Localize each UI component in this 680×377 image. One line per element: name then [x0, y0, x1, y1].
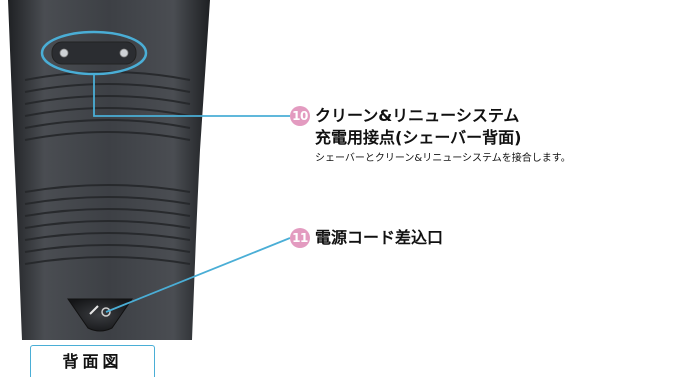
charging-contact-plate [51, 41, 137, 65]
callout-number-11: 11 [290, 228, 310, 248]
shaver-body [8, 0, 210, 340]
charging-contact-left [59, 48, 69, 58]
callout-title-11: 電源コード差込口 [315, 228, 444, 247]
view-label-frame [30, 345, 155, 377]
callout-title-10-line1: クリーン&リニューシステム [315, 106, 520, 125]
leader-line-10 [93, 74, 290, 117]
charging-contact-right [119, 48, 129, 58]
callout-number-10: 10 [290, 106, 310, 126]
grip-ridges [24, 71, 191, 265]
power-port [67, 298, 133, 332]
power-port-plug-symbol [89, 305, 99, 315]
view-label: 背面図 [62, 352, 123, 371]
leader-line-11 [105, 237, 291, 313]
power-port-socket [101, 307, 111, 317]
callout-description-10: シェーバーとクリーン&リニューシステムを接合します。 [315, 153, 571, 164]
callout-title-10-line2: 充電用接点(シェーバー背面) [315, 128, 522, 147]
